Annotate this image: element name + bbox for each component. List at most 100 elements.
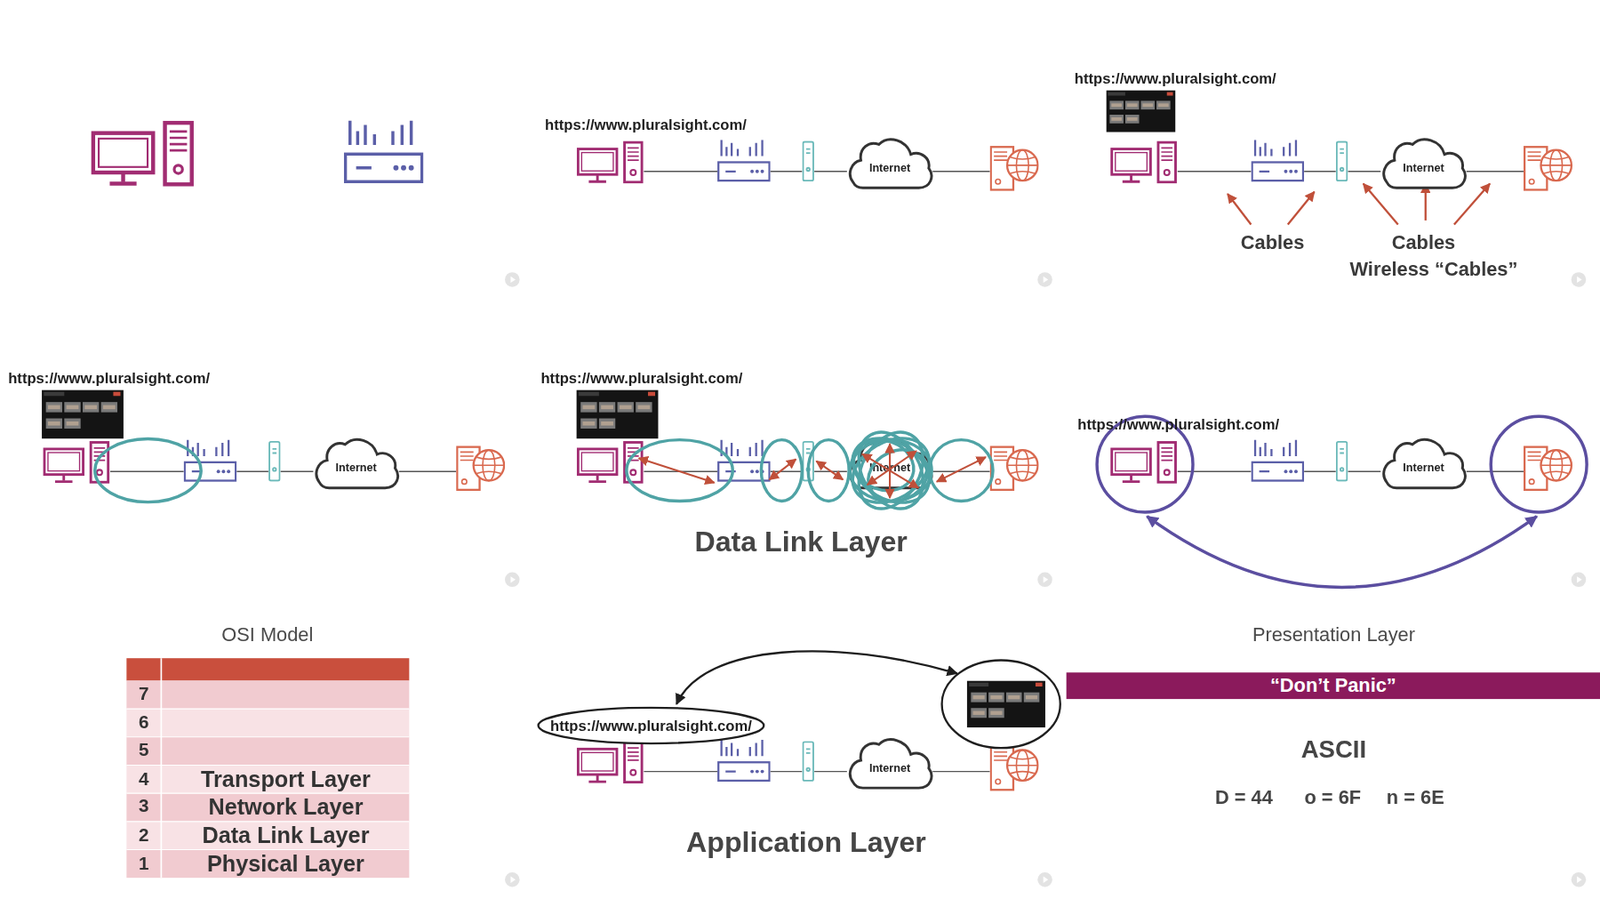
- play-icons: [1571, 872, 1587, 888]
- page-highlight: [942, 659, 1061, 748]
- osi-table: [126, 792, 409, 822]
- layer-number: 1: [126, 848, 161, 878]
- network-chain: [1112, 139, 1572, 190]
- internet-cloud: Internet: [845, 130, 936, 192]
- layer-name: Data Link Layer: [165, 821, 407, 850]
- title-band: “Don’t Panic”: [1066, 672, 1600, 699]
- ellipse-outline: [538, 707, 765, 744]
- hex-value: n = 6E: [1364, 785, 1467, 811]
- data-link-ellipses: [845, 420, 936, 520]
- osi-table: [126, 736, 409, 737]
- network-chain: [577, 139, 1038, 190]
- layer-number: 6: [126, 708, 161, 737]
- osi-table: [126, 848, 409, 850]
- internet-cloud: Internet: [1378, 430, 1469, 492]
- web-page-thumbnail: [576, 389, 659, 439]
- data-link-ellipses: [626, 420, 993, 520]
- osi-table: [126, 708, 409, 737]
- osi-table: [126, 708, 409, 849]
- internet-cloud: Internet: [311, 430, 401, 492]
- link-highlight: [95, 438, 201, 502]
- layer-name: Transport Layer: [165, 764, 407, 793]
- layer-number: 7: [126, 680, 161, 709]
- slide-heading: OSI Model: [144, 622, 391, 648]
- play-icons: [1571, 572, 1587, 588]
- end-to-end-arrow: [1146, 516, 1537, 588]
- play-icons: [1037, 272, 1053, 288]
- callout-arrows: [1227, 184, 1490, 225]
- url-ellipse: https://www.pluralsight.com/: [536, 705, 766, 745]
- computer-icon: [93, 122, 192, 184]
- slide-title: Application Layer: [622, 824, 990, 860]
- node-text: Internet: [335, 448, 376, 474]
- osi-table: [126, 708, 409, 710]
- request-response-arrow: [676, 650, 958, 704]
- osi-table: [126, 680, 409, 709]
- url-text: https://www.pluralsight.com/: [1077, 415, 1343, 434]
- hop-arrows: [769, 458, 797, 480]
- play-icons: [504, 272, 1586, 887]
- encoding-name: ASCII: [1232, 733, 1437, 764]
- data-link-ellipses: [840, 424, 941, 516]
- node-text: Internet: [1402, 448, 1444, 474]
- data-link-ellipses: [760, 440, 802, 502]
- layer-name: Network Layer: [165, 792, 407, 822]
- endpoint-circle: [1490, 416, 1587, 512]
- layer-number: 5: [126, 736, 161, 766]
- osi-table: [126, 764, 409, 793]
- node-text: Internet: [869, 149, 911, 175]
- slide-heading: Presentation Layer: [1180, 622, 1487, 648]
- internet-cloud: Internet: [845, 730, 936, 792]
- callout-arrows: [1288, 192, 1315, 225]
- data-link-ellipses: [929, 440, 993, 502]
- osi-table: [126, 657, 409, 878]
- data-link-ellipses: [845, 420, 936, 520]
- layer-number: 2: [126, 821, 161, 850]
- network-chain: [577, 739, 1038, 790]
- callout-label: Cables: [1362, 230, 1486, 256]
- callout-arrows: [1424, 184, 1427, 221]
- osi-table: [126, 820, 409, 822]
- node-text: Internet: [869, 748, 911, 774]
- play-icons: [504, 272, 520, 288]
- url-text: https://www.pluralsight.com/: [1074, 69, 1340, 88]
- node-text: “Don’t Panic”: [1270, 674, 1397, 697]
- slide-title: Data Link Layer: [617, 524, 985, 560]
- layer-name: Physical Layer: [165, 848, 407, 878]
- hop-arrows: [816, 461, 843, 480]
- node-text: https://www.pluralsight.com/: [550, 717, 752, 734]
- layer-number: 4: [126, 764, 161, 793]
- callout-arrows: [1227, 193, 1251, 224]
- callout-label: Cables: [1211, 230, 1335, 256]
- osi-table: [126, 848, 409, 878]
- hex-value: D = 44: [1192, 785, 1296, 811]
- callout-arrows: [1454, 184, 1490, 225]
- cloud-outline: [316, 439, 399, 488]
- hop-arrows: [639, 443, 986, 498]
- callout-arrows: [1363, 184, 1399, 225]
- hop-arrows: [639, 457, 715, 483]
- cloud-outline: [845, 130, 936, 192]
- play-icons: [1037, 872, 1053, 888]
- node-text: Internet: [869, 448, 911, 474]
- cloud-outline: [849, 139, 932, 188]
- osi-table: [126, 792, 409, 794]
- url-text: https://www.pluralsight.com/: [8, 368, 273, 388]
- web-page-thumbnail: [41, 389, 124, 439]
- play-icons: [1037, 572, 1053, 588]
- cloud-outline: [1384, 439, 1466, 488]
- osi-table: [126, 821, 409, 850]
- play-icons: [504, 572, 520, 588]
- data-link-ellipses: [626, 440, 733, 502]
- cloud-outline: [849, 739, 932, 788]
- osi-table: [126, 764, 409, 766]
- data-link-ellipses: [808, 440, 849, 502]
- data-link-ellipses: [849, 440, 932, 502]
- cloud-outline: [1378, 130, 1469, 192]
- layer-number: 3: [126, 792, 161, 822]
- network-chain: [577, 440, 1038, 490]
- url-text: https://www.pluralsight.com/: [544, 115, 810, 135]
